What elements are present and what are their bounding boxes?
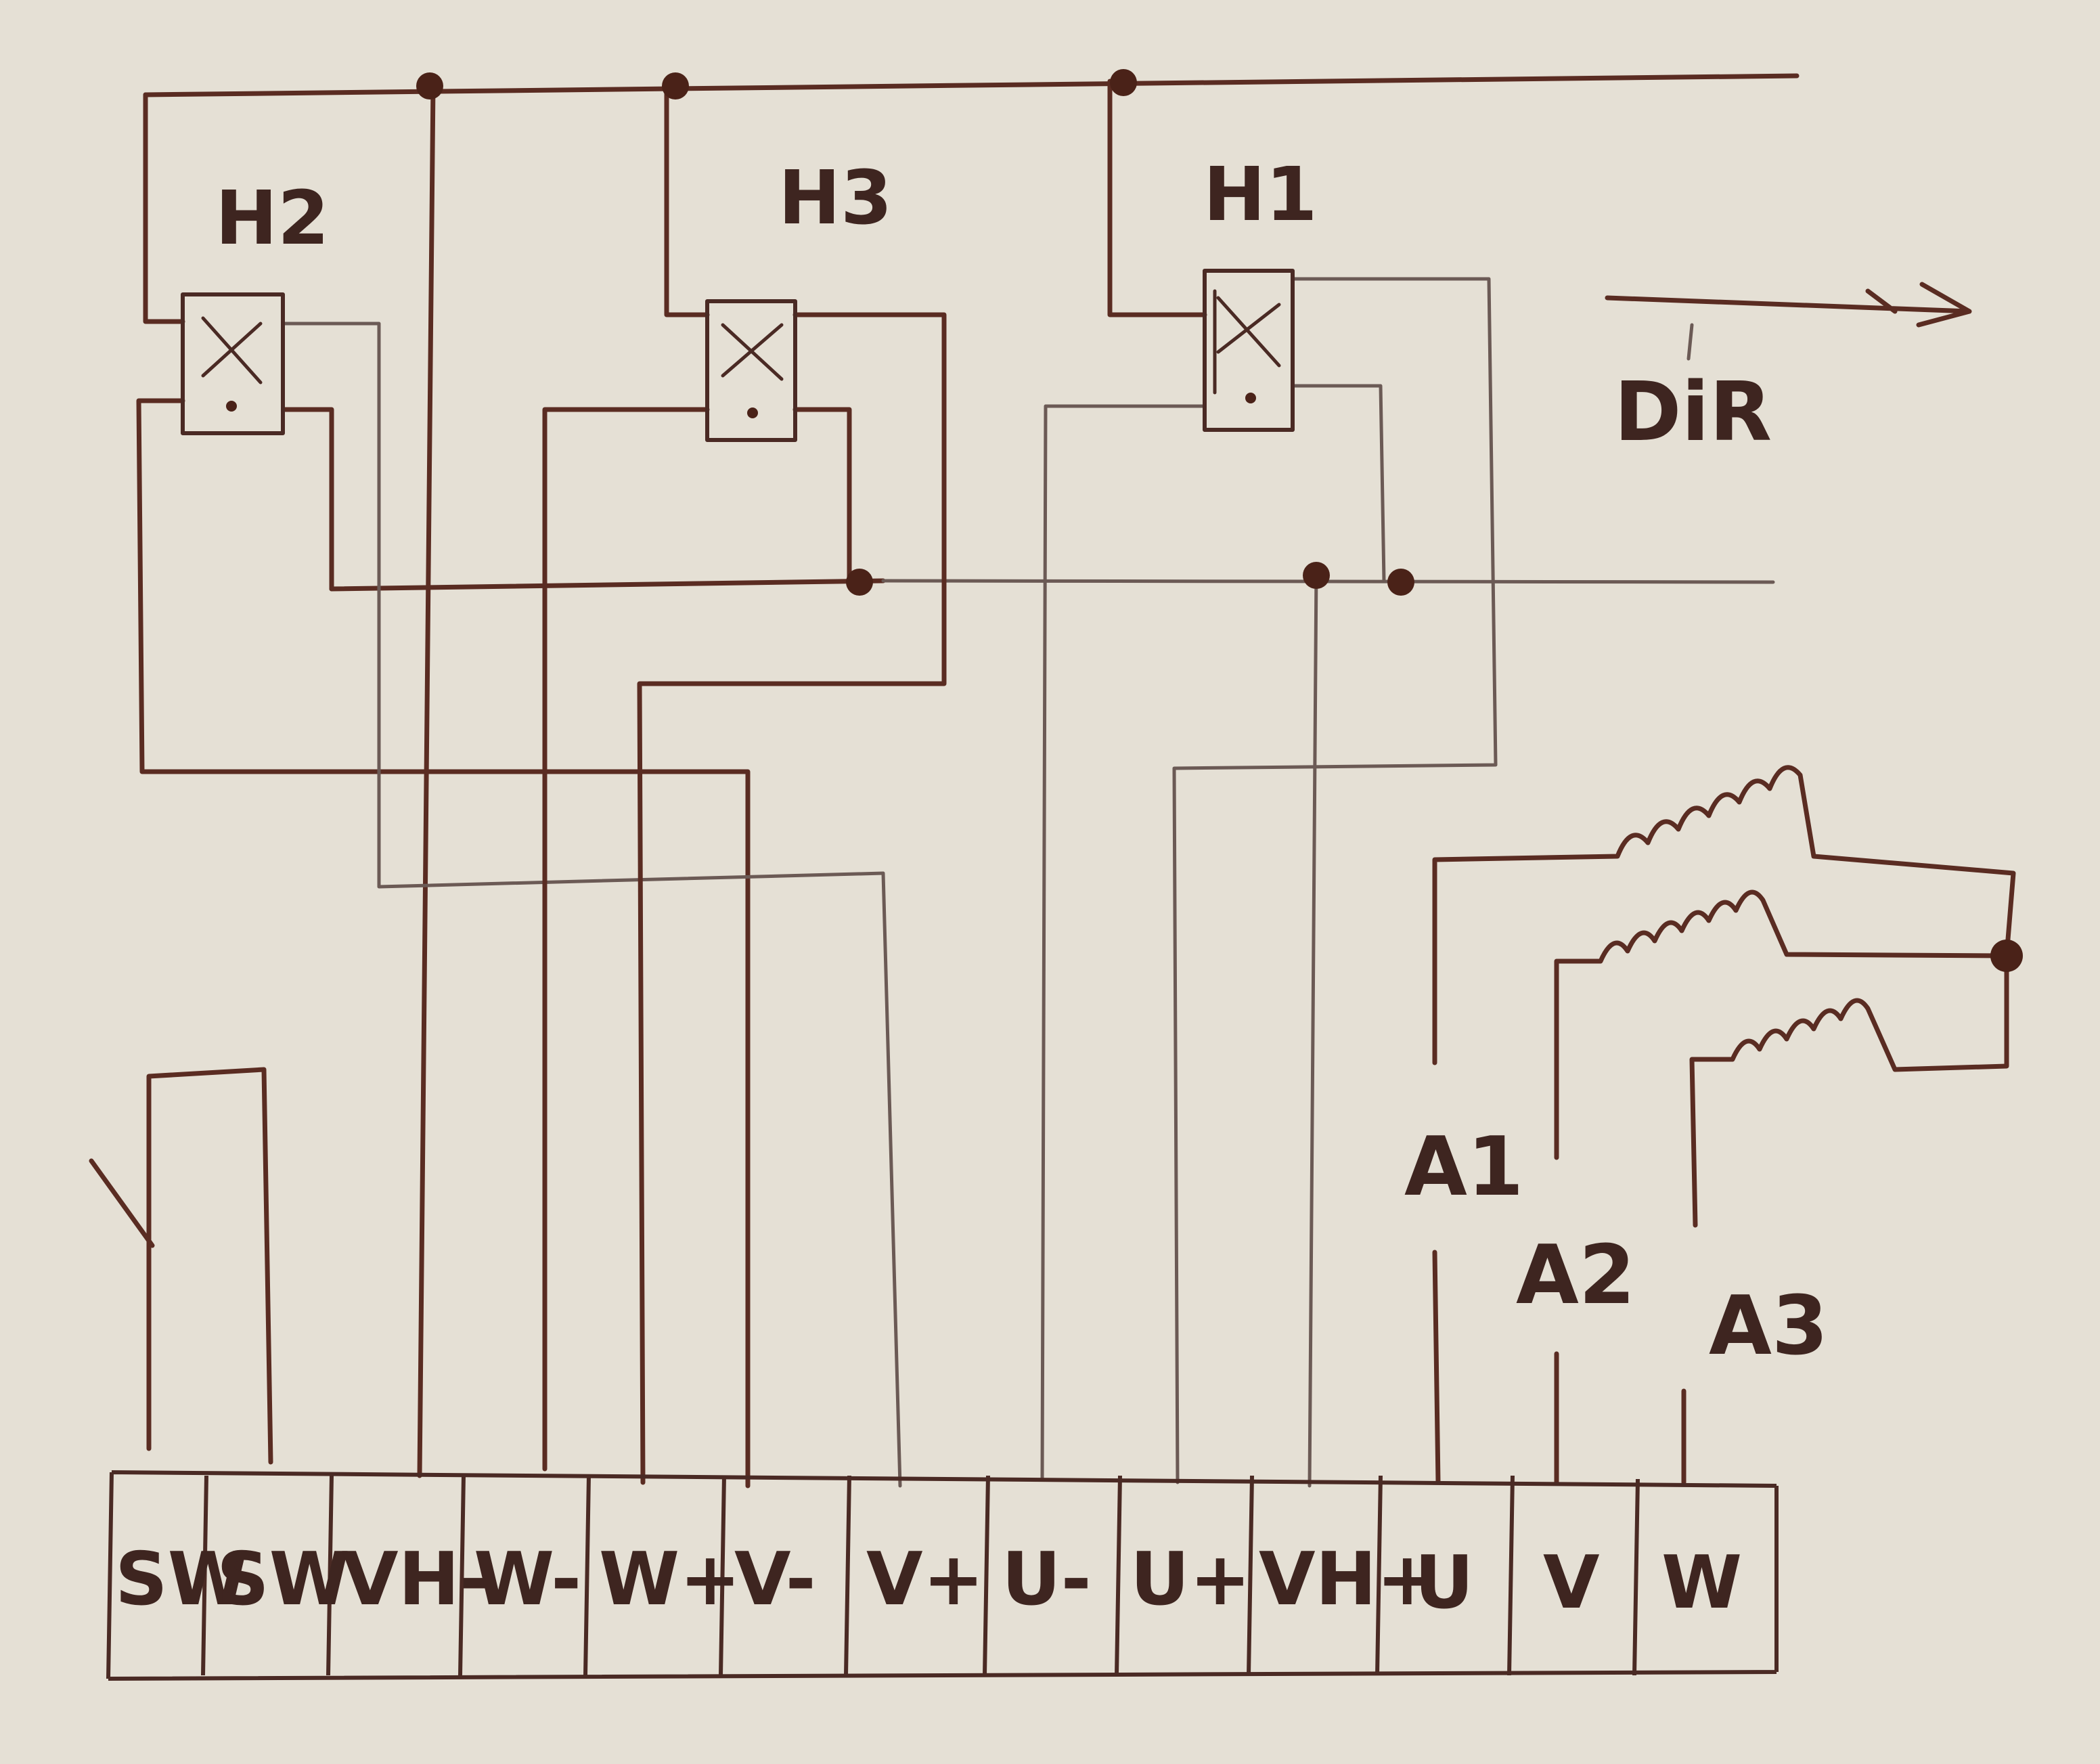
top-rail [143, 73, 1800, 324]
terminal-label: U- [1002, 1537, 1092, 1622]
coil-label: A3 [1709, 1279, 1828, 1373]
terminal-label: SW [115, 1537, 248, 1622]
terminal-u-plus: U+ [1130, 1475, 1254, 1676]
junction-dots [416, 69, 1414, 596]
terminal-u-minus: U- [1002, 1475, 1122, 1676]
junction-dot [1387, 569, 1414, 596]
sensor-h3: H3 [705, 154, 893, 442]
sensor-h2: H2 [181, 175, 330, 435]
terminal-label: V+ [866, 1537, 984, 1622]
h1-wiring [1040, 79, 1498, 1488]
terminal-label: VH+ [1259, 1537, 1437, 1622]
terminal-v-minus: V- [734, 1475, 851, 1676]
junction-dot [846, 569, 873, 596]
terminal-vh-plus: VH+ [1259, 1475, 1437, 1676]
direction-indicator: DiR [1605, 282, 1972, 460]
terminal-w-minus: W- [474, 1475, 591, 1676]
h2-wiring [136, 322, 902, 1489]
terminal-sw-1: SW [115, 1475, 248, 1676]
terminal-w-plus: W+ [599, 1475, 741, 1676]
right-arrow-icon [1605, 282, 1972, 328]
terminal-w: W [1661, 1541, 1742, 1625]
terminal-u: U [1414, 1475, 1515, 1676]
terminal-sw-2: SW [217, 1475, 350, 1676]
junction-dot [1110, 69, 1137, 96]
junction-dot [1303, 562, 1330, 589]
switch-symbol [89, 1067, 273, 1465]
sensor-label: H3 [778, 154, 893, 241]
terminal-label: V- [734, 1537, 816, 1622]
terminal-label: W- [474, 1537, 581, 1622]
direction-label: DiR [1614, 366, 1772, 460]
terminal-label: W+ [599, 1537, 741, 1622]
coil-label: A1 [1404, 1120, 1523, 1214]
terminal-label: U+ [1130, 1537, 1251, 1622]
terminal-label: V [1543, 1541, 1600, 1625]
coil-a3 [1689, 953, 2009, 1228]
terminal-vh-minus: VH- [342, 1475, 490, 1676]
coil-label: A2 [1516, 1229, 1635, 1323]
wire-vh-minus [417, 82, 436, 1478]
junction-dot [416, 72, 443, 100]
terminal-strip: SW SW VH- W- W+ V- V+ U- [106, 1470, 1779, 1681]
terminal-label: VH- [342, 1537, 490, 1622]
motor-coils: A1 A2 A3 [1404, 765, 2023, 1485]
sensor-h1: H1 [1203, 151, 1318, 432]
terminal-v: V [1543, 1478, 1640, 1676]
middle-rail [282, 407, 1775, 592]
coil-a2 [1554, 889, 2009, 1160]
terminal-label: SW [217, 1537, 350, 1622]
sensor-label: H2 [215, 175, 330, 261]
terminal-label: U [1414, 1541, 1474, 1625]
sensor-label: H1 [1203, 151, 1318, 238]
coil-a1 [1432, 765, 2016, 1065]
h3-wiring [542, 84, 947, 1485]
star-point-dot [1990, 940, 2023, 972]
junction-dot [662, 72, 689, 100]
terminal-label: W [1661, 1541, 1742, 1625]
terminal-v-plus: V+ [866, 1475, 990, 1676]
